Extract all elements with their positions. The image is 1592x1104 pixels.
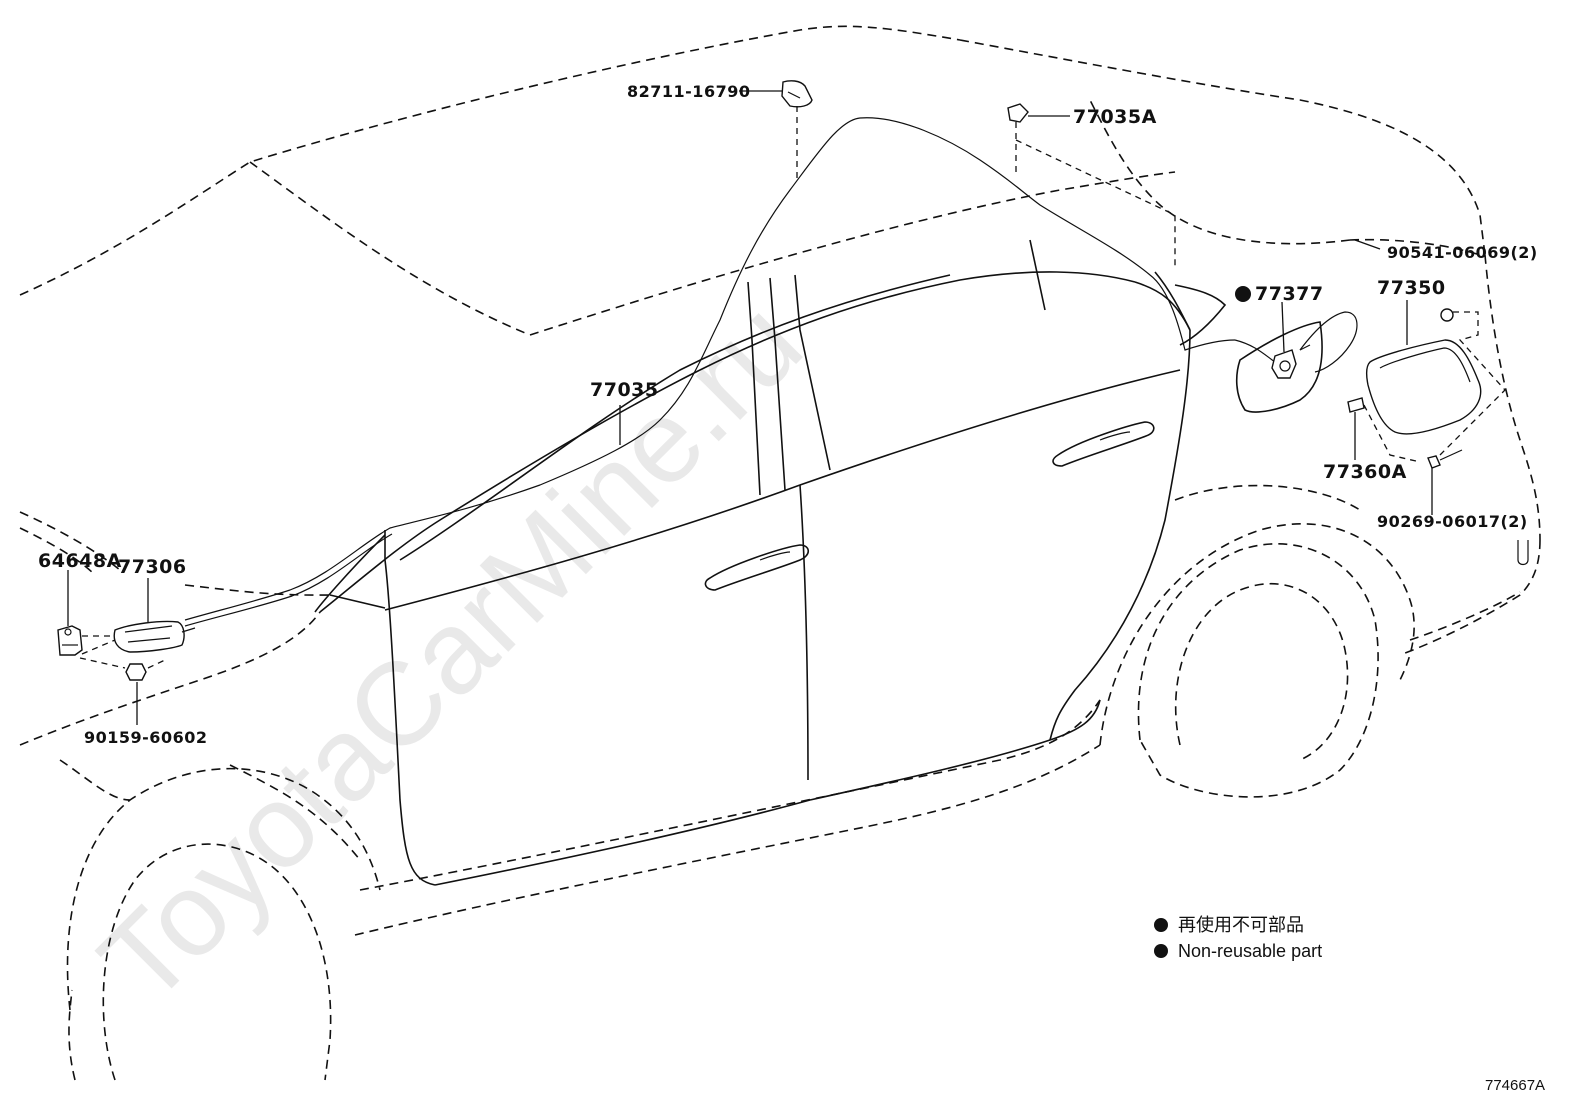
fuel-door-recess — [1235, 321, 1323, 413]
legend: 再使用不可部品 Non-reusable part — [1154, 915, 1322, 961]
label-77377: 77377 — [1255, 283, 1324, 305]
diagram-reference-code: 774667A — [1485, 1077, 1545, 1094]
grommet-90541-06069 — [1439, 308, 1506, 456]
lock-77377 — [1271, 344, 1311, 379]
label-77306: 77306 — [118, 556, 187, 578]
label-90159-60602: 90159-60602 — [84, 728, 207, 747]
car-body-outline — [19, 25, 1541, 1081]
legend-dot-icon — [1154, 944, 1168, 958]
pad-77360A — [1347, 397, 1421, 463]
legend-dot-icon — [1154, 918, 1168, 932]
part-labels: 82711-16790 77035A 90541-06069(2) 77377 … — [38, 82, 1538, 747]
label-82711-16790: 82711-16790 — [627, 82, 750, 101]
legend-english: Non-reusable part — [1178, 941, 1322, 961]
opener-77306 — [113, 620, 196, 653]
bolt-90159-60602 — [79, 657, 166, 681]
leader-lines — [67, 90, 1433, 725]
legend-japanese: 再使用不可部品 — [1178, 915, 1304, 935]
clamp-82711-16790 — [781, 80, 813, 180]
label-77035A: 77035A — [1073, 106, 1157, 128]
rivet-90269-06017 — [1427, 449, 1463, 469]
label-77350: 77350 — [1377, 277, 1446, 299]
watermark: ToyotaCarMine.ru — [75, 277, 827, 1029]
clamp-77035A — [1007, 103, 1176, 270]
non-reusable-dot-icon — [1235, 286, 1251, 302]
bracket-64648A — [57, 625, 116, 656]
rear-emblem-mark — [1517, 540, 1529, 566]
door-panels — [314, 239, 1227, 886]
fuel-opener-cable — [184, 117, 1358, 627]
label-90541-06069: 90541-06069(2) — [1387, 243, 1538, 262]
label-77360A: 77360A — [1323, 461, 1407, 483]
label-64648A: 64648A — [38, 550, 122, 572]
label-90269-06017: 90269-06017(2) — [1377, 512, 1528, 531]
fuel-lid-77350 — [1365, 339, 1482, 435]
label-77035: 77035 — [590, 379, 659, 401]
